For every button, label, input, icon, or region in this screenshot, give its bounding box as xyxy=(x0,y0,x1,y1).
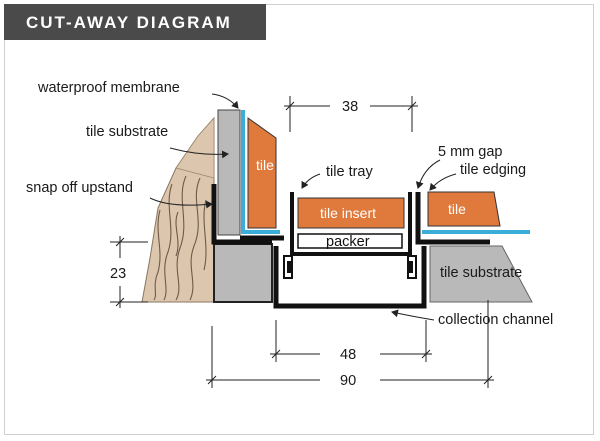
dim-23-label: 23 xyxy=(110,266,126,282)
leader-membrane xyxy=(211,93,239,109)
wood-grain xyxy=(153,175,207,301)
dimension-90 xyxy=(206,300,494,388)
label-snap-off-upstand: snap off upstand xyxy=(26,180,133,196)
left-tile xyxy=(247,117,277,229)
label-gap: 5 mm gap xyxy=(438,144,502,160)
dim-90-label: 90 xyxy=(340,373,356,389)
diagram-title: CUT-AWAY DIAGRAM xyxy=(26,13,232,32)
dimension-48 xyxy=(270,320,432,362)
right-substrate xyxy=(429,245,533,303)
tile-insert xyxy=(297,197,405,229)
label-collection-channel: collection channel xyxy=(438,312,553,328)
leader-collection-channel xyxy=(391,309,435,321)
membrane-left xyxy=(241,110,280,234)
right-tile-label: tile xyxy=(448,201,466,217)
label-waterproof-membrane: waterproof membrane xyxy=(37,80,180,96)
label-tile-tray: tile tray xyxy=(326,164,373,180)
dimension-23 xyxy=(110,236,148,308)
leader-tile-tray xyxy=(301,173,321,189)
packer-label: packer xyxy=(326,234,370,250)
leader-substrate-left xyxy=(169,147,229,159)
dimension-38 xyxy=(284,96,418,132)
tile-edging xyxy=(415,192,490,245)
tile-tray xyxy=(290,192,412,256)
snap-off-upstand xyxy=(211,184,272,245)
label-tile-edging: tile edging xyxy=(460,162,526,178)
right-substrate-label: tile substrate xyxy=(440,265,522,281)
bottom-block xyxy=(213,243,273,303)
collection-channel xyxy=(273,246,427,309)
leader-edging xyxy=(429,173,457,191)
leader-gap xyxy=(415,159,441,189)
left-substrate-top xyxy=(175,116,215,179)
dim-38-label: 38 xyxy=(342,99,358,115)
left-tile-label: tile xyxy=(256,157,274,173)
packer xyxy=(297,233,403,249)
label-tile-substrate-left: tile substrate xyxy=(86,124,168,140)
dim-48-label: 48 xyxy=(340,347,356,363)
title-bar: CUT-AWAY DIAGRAM xyxy=(4,4,266,40)
channel-clips xyxy=(283,255,417,279)
left-substrate-board xyxy=(217,109,241,236)
leader-upstand xyxy=(149,197,213,209)
tile-insert-label: tile insert xyxy=(320,205,376,221)
right-tile xyxy=(427,191,501,227)
